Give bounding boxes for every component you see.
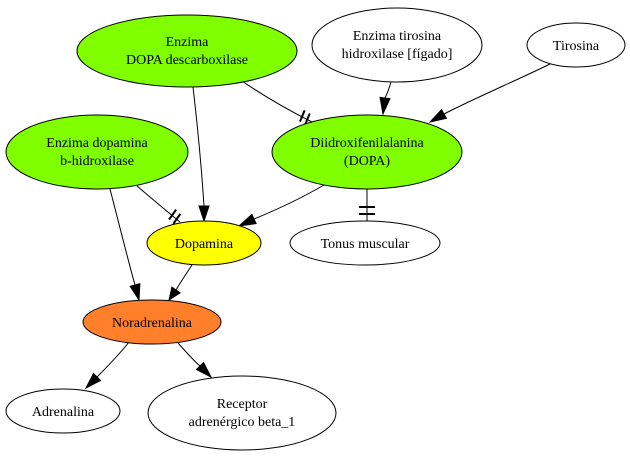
edge-line [235, 76, 313, 123]
inhibition-bar [299, 109, 306, 122]
arrowhead [195, 361, 213, 379]
node-label-line1: Noradrenalina [112, 316, 193, 331]
node-shape [289, 220, 441, 266]
arrowhead [237, 213, 257, 227]
node-label-line1: Receptor [217, 397, 268, 412]
arrowhead [379, 96, 391, 116]
node-shape [147, 375, 337, 451]
nodes-layer: Enzima DOPA descarboxilase Enzima tirosi… [5, 7, 626, 451]
inhibition-bar [172, 213, 182, 225]
node-label-line1: Diidroxifenilalanina [310, 136, 424, 151]
node-diidroxifenilalanina[interactable]: Diidroxifenilalanina (DOPA) [271, 114, 463, 190]
arrowhead [84, 372, 102, 390]
node-label-line2: DOPA descarboxilase [126, 53, 248, 68]
edges-layer [84, 62, 553, 390]
node-shape [76, 14, 298, 88]
edge-enzima_dopa_descarboxilase-to-dopamina [192, 86, 210, 223]
node-receptor-adrenergico[interactable]: Receptor adrenérgico beta_1 [147, 375, 337, 451]
edge-enzima_dopa_descarboxilase-to-diidroxifenilalanina [235, 76, 313, 126]
edge-line [177, 342, 201, 367]
node-label-line2: hidroxilase [fígado] [342, 47, 453, 62]
node-enzima-tirosina-hidroxilase[interactable]: Enzima tirosina hidroxilase [fígado] [311, 7, 483, 83]
edge-enzima_dopamina_b_hidroxilase-to-noradrenalina [109, 188, 141, 302]
node-shape [5, 114, 189, 190]
arrowhead [168, 286, 181, 302]
node-tonus-muscular[interactable]: Tonus muscular [289, 220, 441, 266]
node-shape [5, 388, 121, 434]
node-adrenalina[interactable]: Adrenalina [5, 388, 121, 434]
edge-line [175, 264, 193, 291]
edge-diidroxifenilalanina-to-tonus_muscular [359, 189, 375, 221]
edge-enzima_tirosina_hidroxilase-to-diidroxifenilalanina [379, 81, 392, 116]
node-tirosina[interactable]: Tirosina [526, 22, 626, 68]
inhibition-bar [168, 209, 177, 221]
edge-line [136, 185, 181, 223]
node-enzima-dopa-descarboxilase[interactable]: Enzima DOPA descarboxilase [76, 14, 298, 88]
edge-line [253, 184, 325, 220]
arrowhead [198, 205, 210, 223]
edge-line [384, 81, 392, 99]
edge-line [109, 188, 136, 286]
edge-dopamina-to-noradrenalina [168, 264, 193, 302]
node-label-line1: Enzima [166, 35, 210, 50]
node-label-line1: Enzima tirosina [353, 29, 442, 44]
node-shape [146, 220, 262, 266]
node-label-line1: Enzima dopamina [46, 136, 148, 151]
node-shape [82, 299, 222, 345]
edge-enzima_dopamina_b_hidroxilase-to-dopamina [136, 185, 182, 225]
node-label-line2: (DOPA) [344, 154, 390, 169]
arrowhead [129, 283, 141, 302]
edge-diidroxifenilalanina-to-dopamina [237, 184, 325, 227]
arrowhead [428, 108, 448, 123]
node-label-line2: b-hidroxilase [60, 154, 134, 169]
node-dopamina[interactable]: Dopamina [146, 220, 262, 266]
edge-tirosina-to-diidroxifenilalanina [428, 62, 553, 123]
node-label-line1: Tonus muscular [321, 237, 410, 252]
edge-line [192, 86, 205, 207]
inhibition-bar [304, 113, 311, 126]
node-shape [271, 114, 463, 190]
edge-line [96, 341, 130, 378]
node-label-line1: Tirosina [553, 39, 600, 54]
node-label-line1: Adrenalina [32, 405, 95, 420]
node-noradrenalina[interactable]: Noradrenalina [82, 299, 222, 345]
node-label-line2: adrenérgico beta_1 [189, 415, 296, 430]
edge-line [443, 62, 553, 115]
node-label-line1: Dopamina [175, 237, 234, 252]
edge-noradrenalina-to-receptor_adrenergico [177, 342, 213, 379]
node-enzima-dopamina-b-hidroxilase[interactable]: Enzima dopamina b-hidroxilase [5, 114, 189, 190]
node-shape [526, 22, 626, 68]
edge-noradrenalina-to-adrenalina [84, 341, 130, 390]
node-shape [311, 7, 483, 83]
